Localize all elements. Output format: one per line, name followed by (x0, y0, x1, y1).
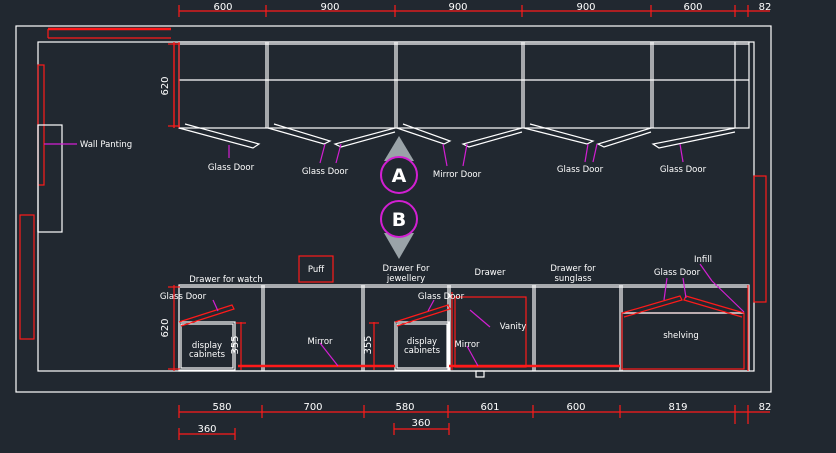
label-glass-door-3: Glass Door (557, 165, 604, 175)
left-wall-features (19, 27, 767, 340)
top-leaders (44, 143, 684, 167)
bottom-dimension-line: 580 700 580 601 600 819 82 (178, 402, 772, 424)
bottom-dim-7: 82 (759, 402, 772, 413)
label-shelving: shelving (663, 331, 699, 341)
puff-box (298, 255, 334, 283)
label-drawer-jewellery-2: jewellery (386, 274, 425, 284)
cab2-height-dim: 355 (363, 335, 374, 354)
label-wall-painting: Wall Panting (80, 140, 132, 150)
elevation-marker-b: B (380, 200, 418, 259)
marker-b-label: B (392, 209, 406, 231)
label-mirror-door: Mirror Door (433, 170, 482, 180)
marker-a-label: A (392, 165, 407, 187)
cab1-height-dim: 355 (230, 335, 241, 354)
top-wardrobe (173, 41, 750, 149)
label-glass-door-6: Glass Door (160, 292, 207, 302)
label-drawer-jewellery-1: Drawer For (383, 264, 430, 274)
top-left-dim: 620 (160, 76, 171, 95)
top-dim-2: 900 (320, 2, 339, 13)
label-drawer-sunglass-1: Drawer for (550, 264, 596, 274)
label-display-2a: display (407, 337, 437, 347)
sub-dim-2: 360 (411, 418, 430, 429)
bottom-dim-2: 700 (303, 402, 322, 413)
label-glass-door-5: Glass Door (654, 268, 701, 278)
top-dimension-line: 600 900 900 900 600 82 (178, 2, 772, 17)
label-vanity: Vanity (500, 322, 526, 332)
elevation-marker-a: A (380, 136, 418, 194)
bottom-dim-1: 580 (212, 402, 231, 413)
sub-dim-1: 360 (197, 424, 216, 435)
bottom-dim-4: 601 (480, 402, 499, 413)
label-mirror-2: Mirror (454, 340, 480, 350)
label-glass-door-7: Glass Door (418, 292, 465, 302)
label-display-1a: display (192, 341, 222, 351)
bottom-dim-6: 819 (668, 402, 687, 413)
top-dim-1: 600 (213, 2, 232, 13)
label-drawer: Drawer (475, 268, 506, 278)
bottom-left-dimensions: 620 355 355 (160, 285, 379, 371)
top-dim-4: 900 (576, 2, 595, 13)
label-display-2b: cabinets (404, 346, 441, 356)
bottom-dim-3: 580 (395, 402, 414, 413)
label-glass-door-1: Glass Door (208, 163, 255, 173)
top-dim-6: 82 (759, 2, 772, 13)
top-dim-3: 900 (448, 2, 467, 13)
bottom-leaders (212, 263, 745, 367)
sub-dimensions: 360 360 (178, 418, 450, 440)
label-infill: Infill (694, 255, 712, 265)
label-puff: Puff (308, 265, 325, 275)
label-drawer-sunglass-2: sunglass (554, 274, 592, 284)
top-dim-5: 600 (683, 2, 702, 13)
label-glass-door-2: Glass Door (302, 167, 349, 177)
bottom-dim-5: 600 (566, 402, 585, 413)
label-glass-door-4: Glass Door (660, 165, 707, 175)
label-mirror-1: Mirror (307, 337, 333, 347)
label-drawer-watch: Drawer for watch (189, 275, 263, 285)
bottom-left-dim: 620 (160, 318, 171, 337)
label-display-1b: cabinets (189, 350, 226, 360)
top-left-dimension: 620 (160, 42, 180, 128)
